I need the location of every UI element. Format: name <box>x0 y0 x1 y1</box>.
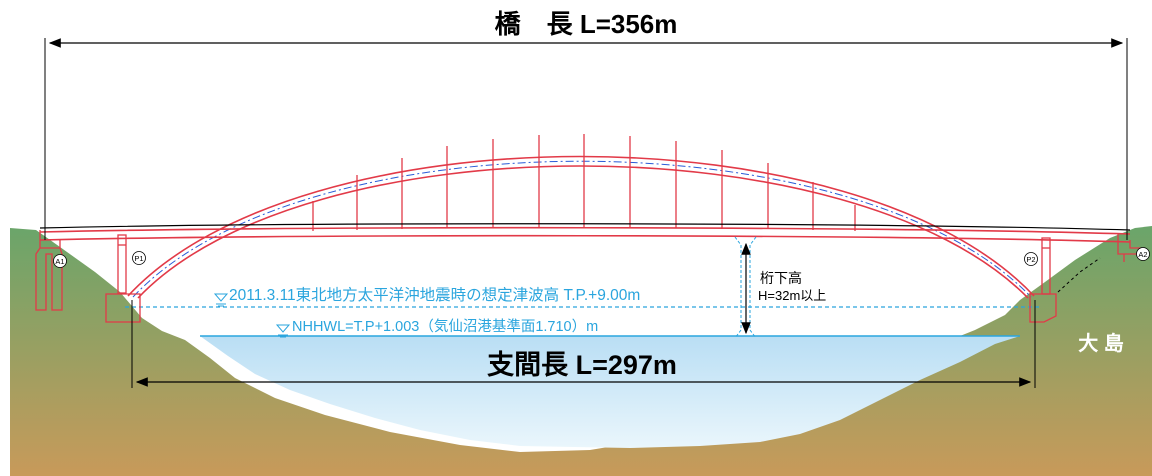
support-label-p1: P1 <box>132 251 146 265</box>
svg-text:P2: P2 <box>1026 255 1035 264</box>
bridge-length-dimension <box>44 38 1128 240</box>
arch-bridge <box>39 134 1131 299</box>
span-length-label: 支間長 L=297m <box>487 350 677 380</box>
island-label: 大 島 <box>1078 331 1124 355</box>
deck-girder-top <box>39 226 1131 235</box>
span-length-dimension <box>131 300 1036 388</box>
support-label-a2: A2 <box>1136 247 1150 261</box>
clearance-label-line2: H=32m以上 <box>758 288 826 303</box>
abutment-a1 <box>35 230 63 311</box>
hangers <box>312 134 856 231</box>
terrain <box>10 226 1152 476</box>
deck-girder-bottom <box>39 234 1131 243</box>
pier-p1 <box>105 234 141 323</box>
svg-text:A1: A1 <box>55 257 64 266</box>
water-body <box>200 336 1020 448</box>
pier-p2 <box>1029 237 1057 323</box>
tsunami-level-label: 2011.3.11東北地方太平洋沖地震時の想定津波高 T.P.+9.00m <box>229 286 640 304</box>
support-label-a1: A1 <box>53 254 67 268</box>
nhhwl-level-symbol <box>275 324 291 338</box>
tsunami-level-symbol <box>213 293 229 307</box>
bridge-length-label: 橋 長 L=356m <box>495 9 678 39</box>
nhhwl-level-label: NHHWL=T.P+1.003（気仙沼港基準面1.710）m <box>292 318 598 335</box>
arch-rib-inner <box>137 165 1029 299</box>
support-label-p2: P2 <box>1024 252 1038 266</box>
arch-rib-outer <box>127 155 1035 297</box>
clearance-label-line1: 桁下高 <box>760 270 802 286</box>
svg-text:A2: A2 <box>1138 250 1147 259</box>
clearance-dimension <box>734 236 757 339</box>
road-profile <box>39 223 1131 231</box>
svg-text:P1: P1 <box>134 254 143 263</box>
